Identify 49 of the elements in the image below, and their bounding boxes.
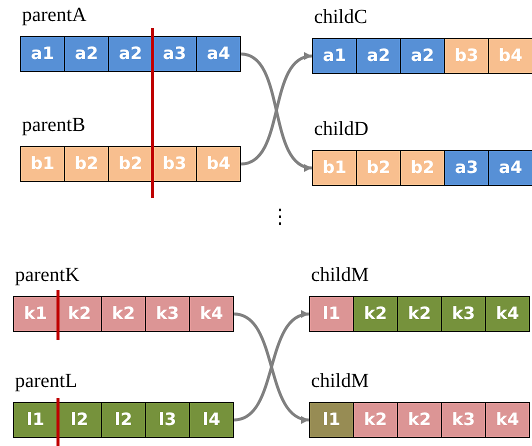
gene-cell: l1 (309, 296, 354, 332)
gene-cell: k2 (57, 296, 102, 332)
gene-cell: l3 (145, 402, 190, 438)
gene-cell: b2 (400, 150, 445, 186)
gene-cell: l1 (309, 402, 354, 438)
gene-cell: a2 (356, 38, 401, 74)
gene-cell: b4 (196, 146, 241, 182)
gene-cell: k3 (145, 296, 190, 332)
ellipsis-label: ⋮ (270, 206, 290, 226)
gene-cell: l1 (13, 402, 58, 438)
row-label: parentA (22, 3, 86, 28)
gene-cell: k2 (353, 296, 398, 332)
row-label: childM (311, 263, 369, 288)
gene-cell: k3 (441, 402, 486, 438)
gene-cell: a4 (196, 36, 241, 72)
gene-cell: l2 (101, 402, 146, 438)
gene-cell: a3 (444, 150, 489, 186)
gene-cell: b4 (488, 38, 532, 74)
row-label: parentB (22, 113, 86, 138)
gene-cell: k4 (485, 402, 530, 438)
row-label: parentK (15, 263, 80, 288)
gene-cell: k2 (397, 296, 442, 332)
gene-cell: k1 (13, 296, 58, 332)
gene-cell: k2 (397, 402, 442, 438)
gene-cell: a2 (400, 38, 445, 74)
gene-cell: a3 (152, 36, 197, 72)
gene-cell: b2 (64, 146, 109, 182)
gene-cell: l4 (189, 402, 234, 438)
gene-cell: b1 (312, 150, 357, 186)
gene-cell: a2 (108, 36, 153, 72)
gene-cell: a4 (488, 150, 532, 186)
gene-cell: k2 (353, 402, 398, 438)
gene-cell: k2 (101, 296, 146, 332)
row-label: childM (311, 369, 369, 394)
gene-cell: b2 (356, 150, 401, 186)
row-label: parentL (15, 369, 78, 394)
row-label: childD (314, 117, 368, 142)
row-label: childC (314, 5, 368, 30)
gene-cell: a1 (20, 36, 65, 72)
gene-cell: a1 (312, 38, 357, 74)
gene-cell: l2 (57, 402, 102, 438)
gene-cell: b2 (108, 146, 153, 182)
gene-cell: b1 (20, 146, 65, 182)
gene-cell: b3 (152, 146, 197, 182)
gene-cell: k3 (441, 296, 486, 332)
gene-cell: a2 (64, 36, 109, 72)
gene-cell: b3 (444, 38, 489, 74)
gene-cell: k4 (485, 296, 530, 332)
gene-cell: k4 (189, 296, 234, 332)
